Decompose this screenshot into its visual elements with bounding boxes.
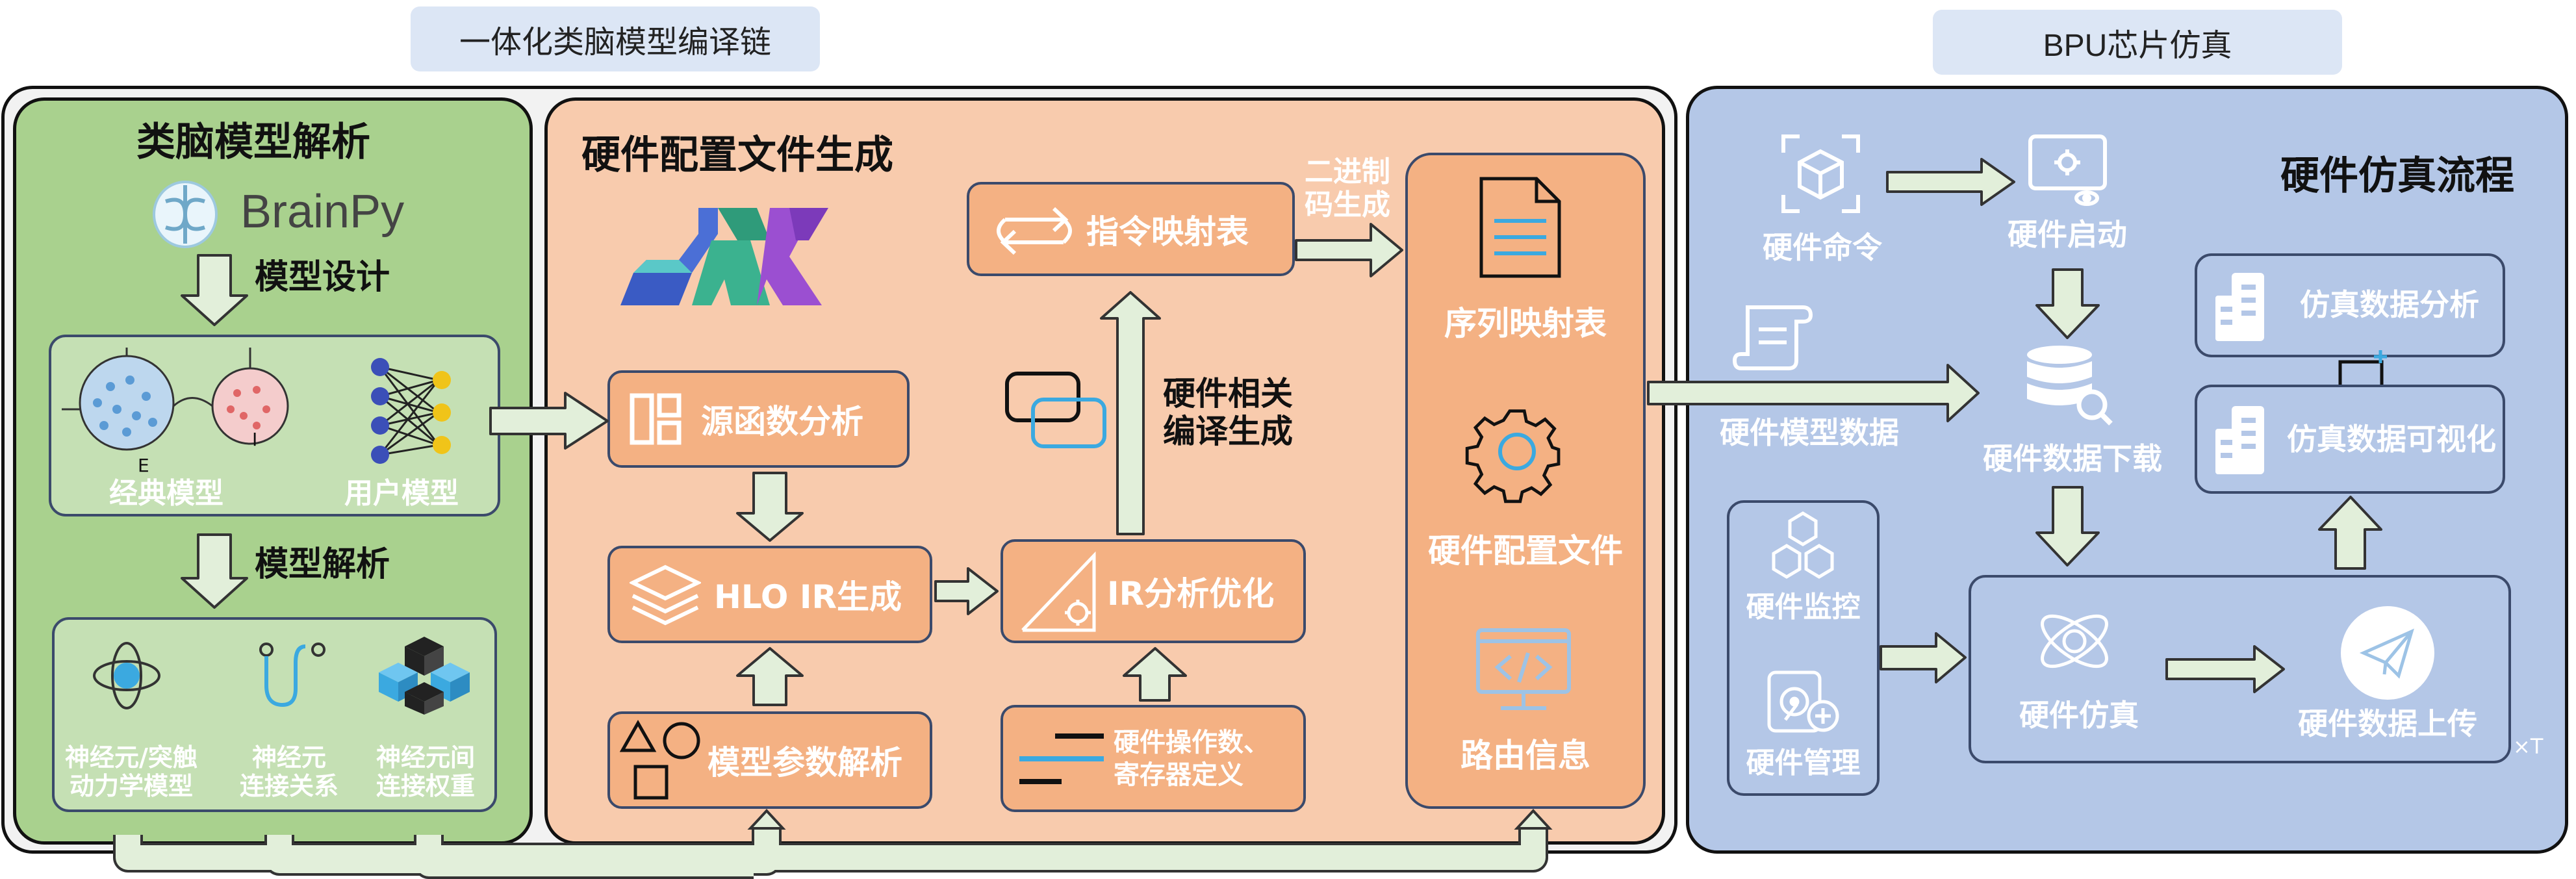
classic-model-label: 经典模型 bbox=[109, 477, 223, 510]
hw-data-download-label: 硬件数据下载 bbox=[1983, 441, 2162, 476]
model-parse-label: 模型解析 bbox=[255, 545, 390, 584]
hw-ops-box: 硬件操作数、 寄存器定义 bbox=[1001, 705, 1306, 812]
hw-sim-label: 硬件仿真 bbox=[2019, 698, 2139, 733]
model-design-label: 模型设计 bbox=[255, 258, 390, 297]
dynamics-model-label: 神经元/突触 动力学模型 bbox=[65, 743, 198, 800]
model-params-box: 模型参数解析 bbox=[607, 711, 932, 809]
hw-compile-label: 硬件相关 编译生成 bbox=[1163, 375, 1293, 450]
building-icon-2 bbox=[2209, 400, 2274, 478]
shapes-icon bbox=[620, 719, 700, 800]
seq-map-label: 序列映射表 bbox=[1444, 305, 1607, 342]
document-icon bbox=[1475, 175, 1566, 279]
user-model-label: 用户模型 bbox=[344, 477, 459, 510]
brainpy-logo-icon bbox=[149, 179, 221, 250]
hw-command-label: 硬件命令 bbox=[1763, 230, 1882, 265]
weights-label: 神经元间 连接权重 bbox=[376, 743, 475, 800]
atom-icon bbox=[91, 640, 162, 711]
compile-chain-header: 一体化类脑模型编译链 bbox=[411, 6, 820, 71]
sim-visual-label: 仿真数据可视化 bbox=[2287, 422, 2496, 457]
routing-label: 路由信息 bbox=[1460, 737, 1590, 774]
connection-icon bbox=[257, 640, 328, 715]
layers-icon bbox=[630, 565, 701, 626]
jax-logo-icon bbox=[620, 195, 828, 318]
gear-icon bbox=[1462, 396, 1572, 507]
user-network-icon bbox=[367, 354, 465, 465]
weights-cubes-icon bbox=[376, 633, 473, 715]
disk-plus-icon bbox=[1766, 669, 1841, 737]
database-search-icon bbox=[2024, 343, 2115, 427]
hw-model-data-label: 硬件模型数据 bbox=[1720, 415, 1899, 450]
bpu-sim-header: BPU芯片仿真 bbox=[1933, 10, 2342, 75]
orbit-icon bbox=[2032, 599, 2117, 683]
send-plane-icon bbox=[2339, 604, 2436, 702]
binary-gen-label: 二进制 码生成 bbox=[1305, 155, 1390, 222]
sim-analysis-label: 仿真数据分析 bbox=[2300, 287, 2479, 322]
screen-gear-icon bbox=[2027, 133, 2108, 211]
ir-opt-box: IR分析优化 bbox=[1001, 539, 1306, 643]
brainpy-label: BrainPy bbox=[240, 186, 405, 238]
lines-icon bbox=[1019, 733, 1104, 784]
classic-neurons-icon bbox=[62, 344, 289, 468]
excitatory-label: E bbox=[138, 455, 149, 476]
hardware-sim-title: 硬件仿真流程 bbox=[2280, 153, 2514, 199]
config-generation-title: 硬件配置文件生成 bbox=[581, 133, 893, 178]
hw-manage-label: 硬件管理 bbox=[1746, 746, 1861, 780]
scroll-icon bbox=[1731, 302, 1816, 374]
hlo-ir-box: HLO IR生成 bbox=[607, 546, 932, 643]
inhibitory-label: I bbox=[252, 429, 258, 450]
cycle-arrows-icon bbox=[997, 207, 1072, 255]
building-icon-1 bbox=[2209, 266, 2274, 344]
instr-map-box: 指令映射表 bbox=[967, 182, 1295, 276]
hexagon-cluster-icon bbox=[1767, 510, 1839, 581]
hw-upload-label: 硬件数据上传 bbox=[2298, 706, 2477, 741]
compile-windows-icon bbox=[1004, 370, 1108, 455]
hw-monitor-label: 硬件监控 bbox=[1746, 591, 1861, 624]
hw-start-label: 硬件启动 bbox=[2008, 217, 2127, 252]
monitor-manage-box bbox=[1727, 500, 1880, 796]
command-cube-icon bbox=[1780, 133, 1861, 214]
hw-config-label: 硬件配置文件 bbox=[1428, 532, 1623, 570]
code-window-icon bbox=[1475, 627, 1572, 718]
connection-label: 神经元 连接关系 bbox=[239, 743, 338, 800]
model-analysis-title: 类脑模型解析 bbox=[136, 120, 370, 165]
triangle-gear-icon bbox=[1021, 551, 1096, 632]
source-analysis-box: 源函数分析 bbox=[607, 370, 910, 468]
repeat-T-label: ×T bbox=[2513, 734, 2544, 759]
layout-grid-icon bbox=[630, 393, 682, 445]
